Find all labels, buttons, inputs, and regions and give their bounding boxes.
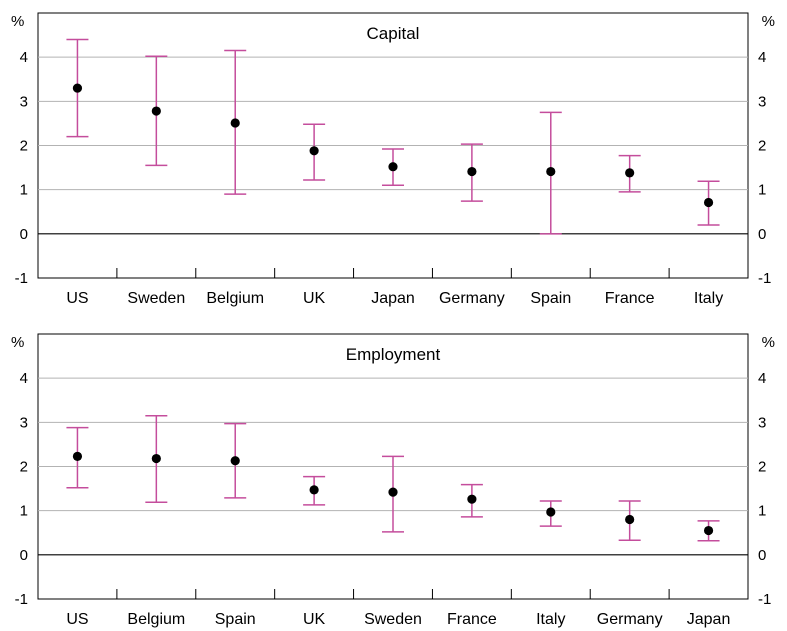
y-axis-left: -1 0 1 2 3 4 [15,49,28,287]
y-tick-label-left: 1 [20,182,28,199]
y-axis-right: -1 0 1 2 3 4 [758,370,771,608]
y-tick-label-right: 0 [758,226,766,243]
data-point [309,146,319,156]
unit-label-left: % [11,13,24,30]
y-tick-label-right: 1 [758,182,766,199]
data-point [546,166,556,177]
chart-title: Employment [346,345,441,364]
chart-title: Capital [367,24,420,43]
data-series [66,38,720,235]
x-tick-label: UK [303,290,326,307]
data-series [66,414,720,542]
y-tick-label-left: 3 [20,93,28,110]
x-tick-label: Japan [371,290,415,307]
y-tick-label-right: 2 [758,138,766,155]
data-point [703,197,714,208]
y-tick-label-right: -1 [758,591,771,608]
y-tick-label-left: 2 [20,138,28,155]
data-point [72,451,83,461]
x-tick-label: Spain [530,290,571,307]
unit-label-right: % [762,13,775,30]
y-tick-label-right: -1 [758,270,771,287]
x-axis-labels: US Belgium Spain UK Sweden France Italy Germany… [66,611,730,628]
x-tick-label: UK [303,611,326,628]
data-point [388,487,398,497]
data-point [151,453,161,464]
data-point [230,118,240,128]
x-tick-label: Belgium [127,611,185,628]
y-tick-label-right: 3 [758,93,766,110]
y-tick-label-left: 3 [20,414,28,431]
data-point [703,525,714,536]
x-tick-label: Spain [215,611,256,628]
y-tick-label-left: 4 [20,370,28,387]
y-axis-right: -1 0 1 2 3 4 [758,49,771,287]
x-tick-label: Japan [687,611,731,628]
y-tick-label-left: -1 [15,270,28,287]
unit-label-left: % [11,334,24,351]
data-point [151,106,161,116]
x-tick-label: Sweden [127,290,185,307]
x-tick-label: Italy [694,290,723,307]
x-axis-ticks [116,589,670,599]
y-tick-label-left: 2 [20,459,28,476]
y-tick-label-left: 1 [20,503,28,520]
x-tick-label: Germany [597,611,663,628]
y-tick-label-left: 0 [20,226,28,243]
x-tick-label: Belgium [206,290,264,307]
x-axis-labels: US Sweden Belgium UK Japan Germany Spain France… [66,290,723,307]
y-axis-left: -1 0 1 2 3 4 [15,370,28,608]
y-tick-label-right: 0 [758,547,766,564]
x-tick-label: US [66,290,88,307]
data-point [72,83,83,93]
data-point [309,485,319,495]
data-point [625,168,635,178]
unit-label-right: % [762,334,775,351]
x-axis-ticks [116,268,670,278]
y-tick-label-right: 2 [758,459,766,476]
x-tick-label: US [66,611,88,628]
y-tick-label-left: 0 [20,547,28,564]
x-tick-label: Sweden [364,611,422,628]
y-tick-label-left: -1 [15,591,28,608]
data-point [467,166,477,177]
y-tick-label-right: 1 [758,503,766,520]
data-point [230,456,240,466]
x-tick-label: Italy [536,611,565,628]
x-tick-label: France [605,290,655,307]
x-tick-label: Germany [439,290,505,307]
data-point [546,507,556,517]
data-point [625,514,635,525]
y-tick-label-right: 4 [758,49,766,66]
data-point [388,162,398,172]
data-point [467,494,477,504]
y-tick-label-right: 3 [758,414,766,431]
x-tick-label: France [447,611,497,628]
y-tick-label-left: 4 [20,49,28,66]
y-tick-label-right: 4 [758,370,766,387]
